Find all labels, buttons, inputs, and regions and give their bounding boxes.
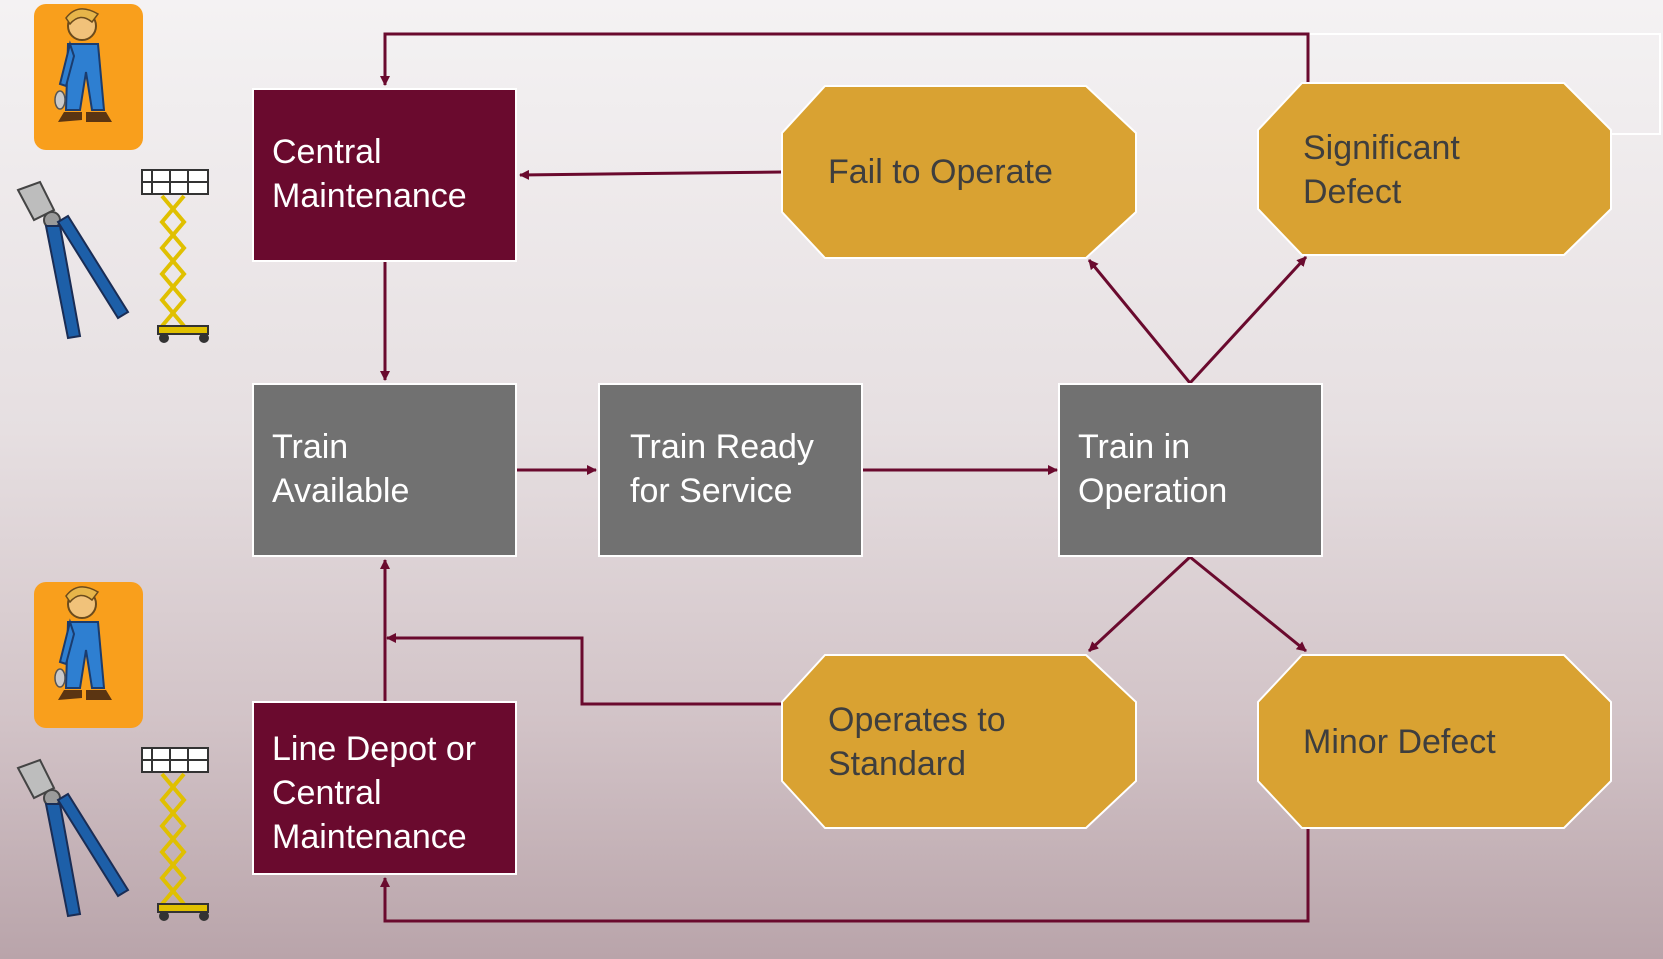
significant-defect-line-1: Significant [1303, 129, 1460, 167]
train-ready-line-1: Train Ready [630, 428, 814, 466]
mechanic-icon [34, 4, 143, 150]
fail-to-operate-line-1: Fail to Operate [828, 153, 1053, 191]
scissor-lift-icon [141, 747, 209, 921]
icon-layer [16, 4, 209, 921]
arrow-fail-to-central [519, 169, 783, 180]
train-available-line-2: Available [272, 472, 410, 510]
octagon-significant-defect [1257, 82, 1612, 256]
train-in-operation-line-1: Train in [1078, 428, 1191, 466]
significant-defect-label: Significant Defect [1303, 126, 1460, 214]
central-maintenance-line-1: Central [272, 133, 382, 171]
operates-to-standard-label: Operates to Standard [828, 698, 1006, 786]
train-in-operation-line-2: Operation [1078, 472, 1228, 510]
central-maintenance-box: Central Maintenance [252, 88, 517, 262]
significant-defect-line-2: Defect [1303, 173, 1402, 211]
arrow-operation-to-standard [1087, 555, 1192, 653]
central-maintenance-line-2: Maintenance [272, 177, 467, 215]
scissor-lift-icon [141, 169, 209, 343]
line-depot-line-1: Line Depot or [272, 730, 477, 768]
train-ready-box: Train Ready for Service [598, 383, 863, 557]
pliers-icon [16, 180, 130, 340]
pliers-icon [16, 758, 130, 918]
train-available-line-1: Train [272, 428, 349, 466]
mechanic-icon [34, 582, 143, 728]
train-ready-line-2: for Service [630, 472, 793, 510]
operates-to-standard-line-2: Standard [828, 745, 966, 783]
arrow-significant-to-central [380, 32, 1310, 86]
minor-defect-line-1: Minor Defect [1303, 723, 1496, 761]
train-in-operation-box: Train in Operation [1058, 383, 1323, 557]
fail-to-operate-label: Fail to Operate [828, 150, 1053, 194]
minor-defect-label: Minor Defect [1303, 720, 1496, 764]
octagon-fail-to-operate [781, 85, 1137, 259]
arrow-minor-to-depot [380, 828, 1310, 923]
arrow-operation-to-minor [1189, 555, 1307, 653]
arrow-operation-to-fail [1087, 259, 1192, 384]
line-depot-line-3: Maintenance [272, 818, 467, 856]
line-depot-box: Line Depot or Central Maintenance [252, 701, 517, 875]
line-depot-line-2: Central [272, 774, 382, 812]
operates-to-standard-line-1: Operates to [828, 701, 1006, 739]
octagon-operates-to-standard [781, 654, 1137, 829]
arrow-operation-to-significant [1188, 255, 1308, 385]
train-available-box: Train Available [252, 383, 517, 557]
arrow-standard-to-available [386, 633, 782, 706]
octagon-minor-defect [1257, 654, 1612, 829]
